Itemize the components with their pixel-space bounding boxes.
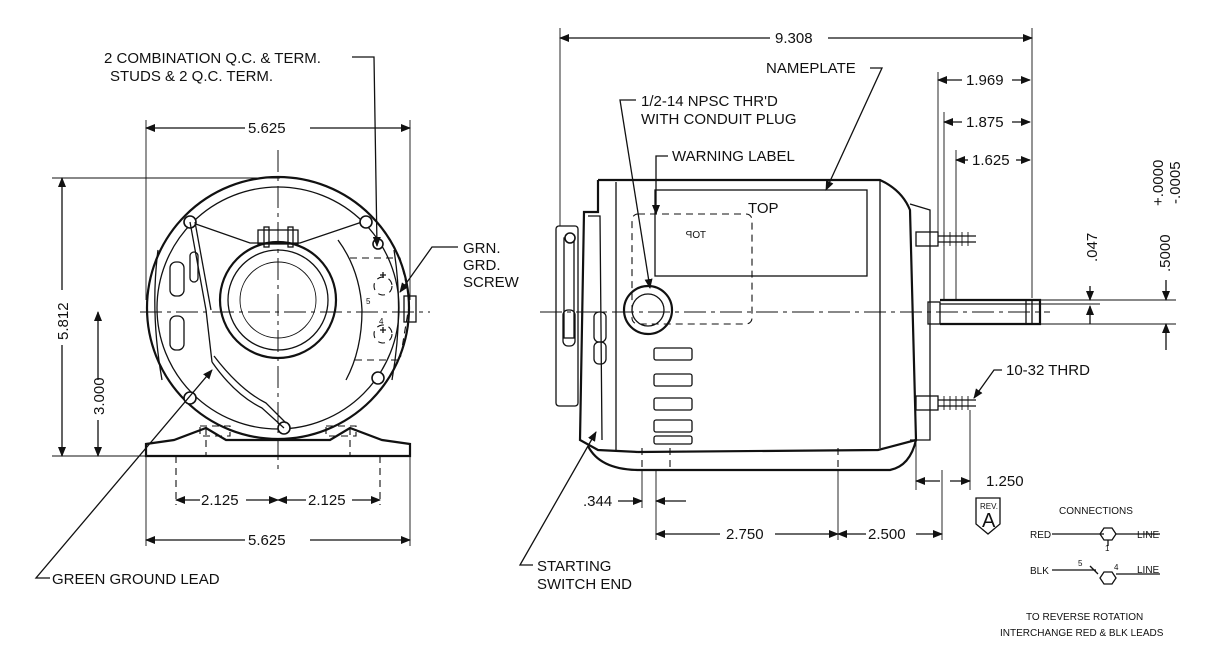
dim-overall-length: 9.308 [775,30,813,47]
conn-t1-label: 1 [1105,544,1110,553]
dim-front-half-left: 2.125 [201,492,239,509]
front-view: 5 4 [140,150,430,505]
dim-front-width-top: 5.625 [248,120,286,137]
label-conduit-line2: WITH CONDUIT PLUG [641,111,797,128]
dim-tol-plus: +.0000 [1150,160,1167,206]
label-grn-line3: SCREW [463,274,520,291]
nameplate-top-text: TOP [748,200,779,217]
dim-front-height: 5.812 [55,302,72,340]
label-thread: 10-32 THRD [1006,362,1090,379]
dim-1969: 1.969 [966,72,1004,89]
front-dimensions: 5.625 5.812 3.000 2.125 2.125 5.625 [52,120,411,549]
label-nameplate: NAMEPLATE [766,60,856,77]
front-labels: 2 COMBINATION Q.C. & TERM. STUDS & 2 Q.C… [34,50,520,588]
rev-letter: A [982,510,996,532]
dim-1625: 1.625 [972,152,1010,169]
conn-t4-label: 4 [1114,563,1119,572]
dim-front-half-right: 2.125 [308,492,346,509]
dim-2750: 2.750 [726,526,764,543]
label-starting-line1: STARTING [537,558,611,575]
terminal-4-label: 4 [379,317,384,326]
dim-flat: .047 [1084,233,1101,262]
label-green-ground-lead: GREEN GROUND LEAD [52,571,220,588]
connections-diagram: CONNECTIONS RED LINE 1 BLK 5 4 LINE TO R… [1000,506,1164,639]
conn-red-label: RED [1030,530,1051,541]
label-studs-line2: STUDS & 2 Q.C. TERM. [110,68,273,85]
side-view: TOP TOP [540,178,1050,472]
dim-1875: 1.875 [966,114,1004,131]
dim-shaft-dia: .5000 [1157,234,1174,272]
label-studs-line1: 2 COMBINATION Q.C. & TERM. [104,50,321,67]
side-labels: NAMEPLATE 1/2-14 NPSC THR'D WITH CONDUIT… [518,60,1090,593]
terminal-5-label: 5 [366,297,371,306]
revision-badge: REV. A [975,497,1001,535]
warning-label-mirrored-text: TOP [685,230,706,241]
rev-title: REV. [980,502,998,511]
label-warning-label: WARNING LABEL [672,148,795,165]
conn-blk-label: BLK [1030,566,1049,577]
label-grn-line1: GRN. [463,240,501,257]
conn-line1-label: LINE [1137,530,1160,541]
conn-t5-label: 5 [1078,559,1083,568]
label-starting-line2: SWITCH END [537,576,632,593]
dim-2500: 2.500 [868,526,906,543]
side-dimensions: 9.308 1.969 1.875 1.625 +.0000 -.0005 .5… [559,28,1184,543]
connections-title: CONNECTIONS [1059,506,1133,517]
conn-note-line1: TO REVERSE ROTATION [1026,612,1143,623]
dim-344: .344 [583,493,612,510]
conn-line2-label: LINE [1137,565,1160,576]
dim-1250: 1.250 [986,473,1024,490]
label-grn-line2: GRD. [463,257,501,274]
dim-front-center-height: 3.000 [91,377,108,415]
dim-tol-minus: -.0005 [1167,161,1184,204]
label-conduit-line1: 1/2-14 NPSC THR'D [641,93,778,110]
conn-note-line2: INTERCHANGE RED & BLK LEADS [1000,628,1164,639]
dim-front-width-bottom: 5.625 [248,532,286,549]
